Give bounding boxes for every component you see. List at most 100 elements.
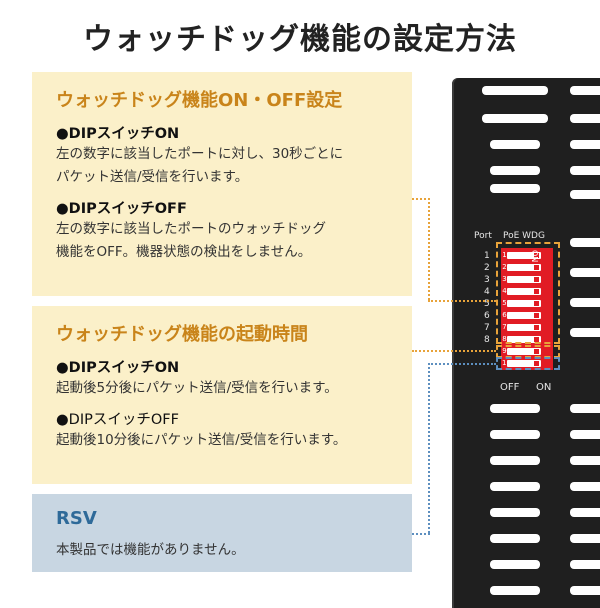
dip-switch-toggle[interactable]: [507, 324, 541, 331]
dip-switch-knob: [534, 265, 539, 270]
dip-switch-number: 6: [502, 311, 507, 319]
dip-switch-knob: [534, 253, 539, 258]
dip-switch-number: 8: [502, 335, 507, 343]
connector-line: [412, 198, 430, 200]
dip-switch-toggle[interactable]: [507, 348, 541, 355]
description-line: 起動後5分後にパケット送信/受信を行います。: [56, 380, 338, 396]
vent-slot: [570, 298, 600, 307]
dip-on-label: ●DIPスイッチON: [56, 360, 180, 376]
port-number: 7: [484, 323, 490, 333]
on-label: ON: [536, 382, 552, 393]
vent-slot: [570, 114, 600, 123]
vent-slot: [570, 404, 600, 413]
vent-slot: [490, 166, 540, 175]
dip-switch-toggle[interactable]: [507, 264, 541, 271]
connector-line: [412, 533, 430, 535]
dip-switch-toggle[interactable]: [507, 300, 541, 307]
dip-switch-knob: [534, 337, 539, 342]
dip-switch-number: 3: [502, 275, 507, 283]
vent-slot: [490, 184, 540, 193]
dip-switch-block[interactable]: 1 2 3 4 5 6 7 8 9 10: [501, 248, 553, 370]
page-title: ウォッチドッグ機能の設定方法: [83, 22, 517, 57]
dip-switch-knob: [534, 325, 539, 330]
vent-slot: [570, 140, 600, 149]
dip-off-label: ●DIPスイッチOFF: [56, 201, 187, 217]
dip-off-label: ●DIPスイッチOFF: [56, 412, 179, 428]
panel-heading: ウォッチドッグ機能ON・OFF設定: [56, 90, 343, 111]
poe-wdg-header: PoE WDG: [503, 231, 545, 241]
ports-highlight-box: [496, 242, 560, 344]
dip-switch-number: 5: [502, 299, 507, 307]
vent-slot: [570, 456, 600, 465]
rsv-description: 本製品では機能がありません。: [56, 542, 245, 558]
dip-switch-toggle[interactable]: [507, 360, 541, 367]
dip-switch-number: 7: [502, 323, 507, 331]
vent-slot: [490, 482, 540, 491]
vent-slot: [570, 268, 600, 277]
vent-slot: [490, 404, 540, 413]
vent-slot: [570, 586, 600, 595]
port-number: 8: [484, 335, 490, 345]
dip-switch-toggle[interactable]: [507, 276, 541, 283]
connector-line: [428, 300, 496, 302]
vent-slot: [490, 586, 540, 595]
vent-slot: [490, 508, 540, 517]
connector-line: [428, 363, 430, 533]
description-line: 左の数字に該当したポートのウォッチドッグ: [56, 221, 326, 237]
vent-slot: [490, 560, 540, 569]
dip-on-label: ●DIPスイッチON: [56, 126, 180, 142]
dip-on-description: 左の数字に該当したポートに対し、30秒ごとに パケット送信/受信を行います。: [56, 143, 412, 189]
watchdog-start-time-panel: ウォッチドッグ機能の起動時間 ●DIPスイッチON 起動後5分後にパケット送信/…: [32, 306, 412, 484]
vent-slot: [570, 560, 600, 569]
description-line: 機能をOFF。機器状態の検出をしません。: [56, 244, 312, 260]
dip-switch-knob: [534, 277, 539, 282]
vent-slot: [570, 328, 600, 337]
connector-line: [412, 350, 496, 352]
dip-switch-toggle[interactable]: [507, 252, 541, 259]
vent-slot: [570, 166, 600, 175]
description-line: 左の数字に該当したポートに対し、30秒ごとに: [56, 146, 344, 162]
dip-switch-number: 4: [502, 287, 507, 295]
panel-heading: ウォッチドッグ機能の起動時間: [56, 324, 308, 345]
port-number: 5: [484, 299, 490, 309]
vent-slot: [570, 86, 600, 95]
port-number: 3: [484, 275, 490, 285]
dip-switch-number: 2: [502, 263, 507, 271]
port-number: 2: [484, 263, 490, 273]
rsv-highlight-box: [496, 357, 560, 370]
dip-switch-knob: [534, 301, 539, 306]
vent-slot: [490, 140, 540, 149]
dip-switch-knob: [534, 289, 539, 294]
dip-switch-toggle[interactable]: [507, 336, 541, 343]
vent-slot: [570, 508, 600, 517]
dip-switch-number: 10: [502, 359, 511, 367]
vent-slot: [570, 534, 600, 543]
vent-slot: [490, 456, 540, 465]
watchdog-onoff-panel: ウォッチドッグ機能ON・OFF設定 ●DIPスイッチON 左の数字に該当したポー…: [32, 72, 412, 296]
dip-switch-toggle[interactable]: [507, 288, 541, 295]
port-number: 6: [484, 311, 490, 321]
description-line: パケット送信/受信を行います。: [56, 169, 249, 185]
vent-slot: [570, 482, 600, 491]
dip-switch-toggle[interactable]: [507, 312, 541, 319]
dip-off-description: 起動後10分後にパケット送信/受信を行います。: [56, 429, 412, 452]
vent-slot: [570, 430, 600, 439]
dip-on-description: 起動後5分後にパケット送信/受信を行います。: [56, 377, 412, 400]
vent-slot: [482, 86, 548, 95]
rsv-panel: RSV 本製品では機能がありません。: [32, 494, 412, 572]
dip-switch-number: 1: [502, 251, 507, 259]
off-label: OFF: [500, 382, 520, 393]
dip-switch-number: 9: [502, 347, 507, 355]
dip-switch-knob: [534, 361, 539, 366]
vent-slot: [490, 534, 540, 543]
vent-slot: [490, 430, 540, 439]
switch-device: [452, 78, 600, 608]
dip-switch-knob: [534, 313, 539, 318]
vent-slot: [482, 114, 548, 123]
port-header: Port: [474, 231, 492, 241]
panel-heading: RSV: [56, 508, 97, 529]
port-number: 1: [484, 251, 490, 261]
description-line: 起動後10分後にパケット送信/受信を行います。: [56, 432, 347, 448]
connector-line: [428, 363, 496, 365]
vent-slot: [570, 190, 600, 199]
